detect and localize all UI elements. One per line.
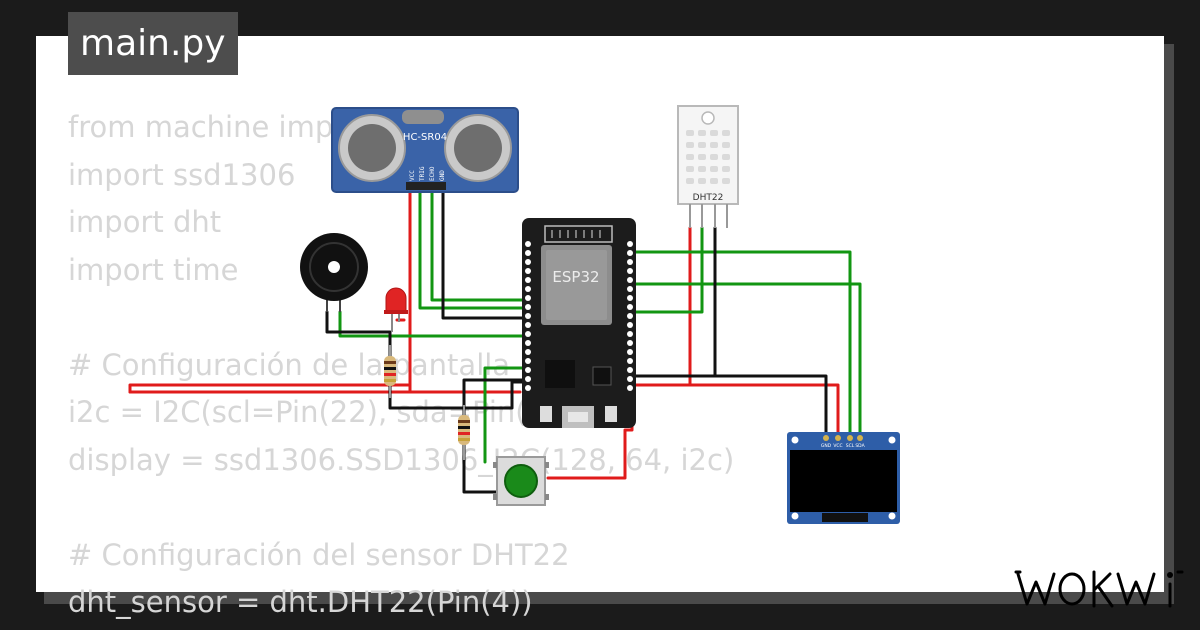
wire-red [128, 188, 412, 394]
wire-red [688, 383, 840, 439]
oled-pin-sda: SDA [855, 443, 865, 449]
oled-pin-vcc: VCC [833, 443, 842, 449]
wire-black [634, 374, 828, 439]
code-line: i2c = I2C(scl=Pin(22), sda=Pin(21)) [68, 395, 587, 429]
buzzer[interactable] [300, 233, 368, 312]
code-line: import dht [68, 205, 222, 239]
wire-green [630, 282, 862, 439]
wokwi-logo [1014, 570, 1184, 608]
code-line: # Configuración del sensor DHT22 [68, 537, 570, 572]
ultrasonic-pin-gnd: GND [439, 170, 446, 181]
red-led[interactable] [384, 287, 408, 332]
wire-green [630, 250, 852, 439]
ultrasonic-label: HC-SR04 [403, 132, 447, 143]
ultrasonic-pin-trig: TRIG [419, 166, 426, 181]
wire-black [462, 460, 502, 494]
wire-green [483, 366, 527, 464]
push-button[interactable] [493, 456, 549, 506]
dht22-label: DHT22 [693, 193, 724, 203]
esp32-pins-left [525, 241, 531, 391]
wire-green [628, 226, 704, 314]
oled-pin-scl: SCL [846, 443, 855, 449]
esp32-board[interactable]: ESP32 [522, 218, 636, 428]
code-line: dht_sensor = dht.DHT22(Pin(4)) [68, 585, 533, 619]
wire-green [418, 188, 527, 310]
code-line: import time [68, 252, 239, 287]
dht22-sensor[interactable]: DHT22 [677, 105, 739, 228]
esp32-pins-right [627, 241, 633, 391]
file-tab[interactable]: main.py [68, 12, 238, 75]
oled-display[interactable]: GND VCC SCL SDA [787, 432, 900, 524]
wire-green [430, 188, 527, 302]
oled-pin-gnd: GND [821, 443, 832, 449]
ultrasonic-sensor[interactable]: HC-SR04 VCC TRIG ECHO GND [331, 107, 519, 193]
wire-green [338, 310, 527, 338]
wire-black [441, 188, 527, 320]
ultrasonic-pin-echo: ECHO [429, 166, 436, 181]
circuit-diagram: HC-SR04 VCC TRIG ECHO GND [128, 105, 900, 524]
code-line: display = ssd1306.SSD1306_I2C(128, 64, i… [68, 442, 735, 477]
wires [128, 188, 862, 494]
code-line: # Configuración de la pantalla [68, 347, 511, 382]
resistor-led [384, 345, 396, 398]
resistor-button [458, 405, 470, 460]
ultrasonic-pin-vcc: VCC [409, 170, 416, 181]
code-line: import ssd1306 [68, 157, 296, 192]
esp32-label: ESP32 [552, 268, 599, 286]
wire-black [325, 310, 527, 410]
